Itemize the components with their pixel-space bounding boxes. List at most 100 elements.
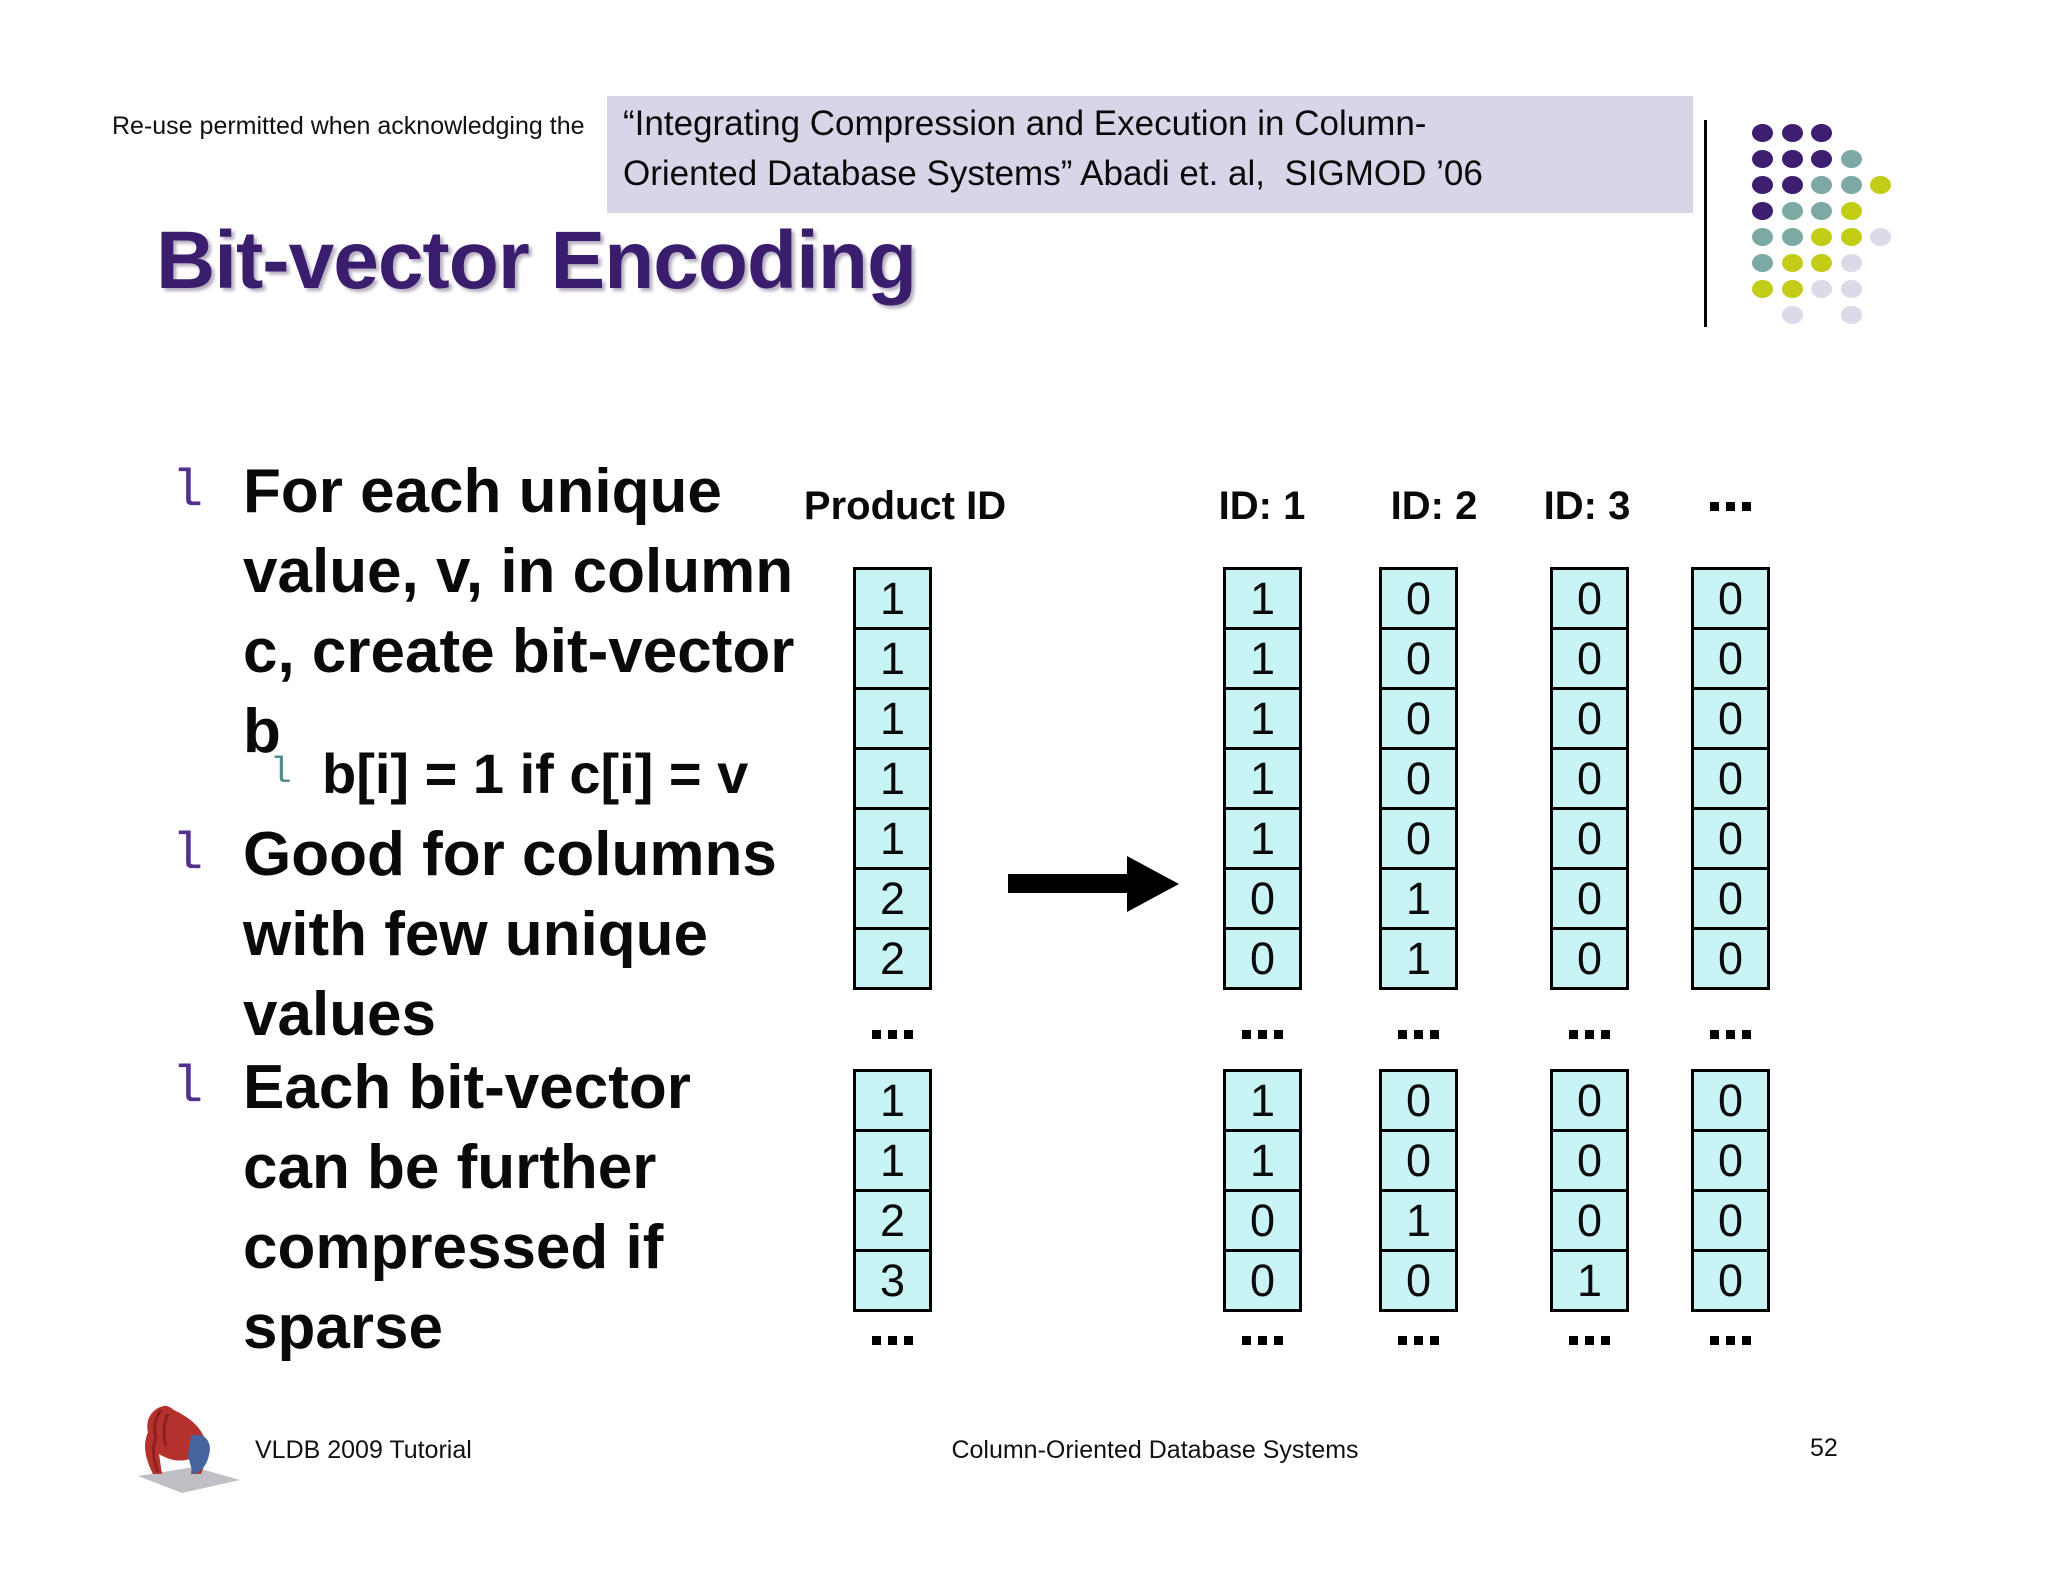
ellipsis-dot <box>888 1030 897 1039</box>
bullet-marker: l <box>172 1058 204 1117</box>
logo-dot <box>1752 124 1773 142</box>
bit-cell: 0 <box>1691 1069 1770 1132</box>
bit-cell: 0 <box>1550 687 1629 750</box>
logo-dot <box>1811 176 1832 194</box>
bit-cell: 1 <box>1223 627 1302 690</box>
ellipsis-dot <box>1430 1336 1439 1345</box>
ellipsis-dot <box>1569 1030 1578 1039</box>
ellipsis-dot <box>1398 1030 1407 1039</box>
bit-cell: 0 <box>1550 747 1629 810</box>
bit-cell: 1 <box>1223 1129 1302 1192</box>
ellipsis-dot <box>1242 1336 1251 1345</box>
column-header: ID: 3 <box>1543 484 1631 528</box>
bit-cell: 0 <box>1379 1129 1458 1192</box>
lion-statue-image <box>138 1405 240 1493</box>
column-ellipsis <box>1710 1030 1751 1039</box>
bit-cell: 0 <box>1550 1129 1629 1192</box>
bit-cell: 1 <box>853 627 932 690</box>
logo-dot <box>1781 124 1803 142</box>
bullet-item: Good for columns with few unique values <box>243 820 777 1049</box>
logo-dot <box>1781 280 1803 298</box>
ellipsis-dot <box>1601 1336 1610 1345</box>
bit-cell: 1 <box>1550 1249 1629 1312</box>
bit-cell: 2 <box>853 927 932 990</box>
column-header: ID: 2 <box>1390 484 1478 528</box>
bit-cell: 0 <box>1691 567 1770 630</box>
ellipsis-dot <box>1430 1030 1439 1039</box>
ellipsis-dot <box>1398 1336 1407 1345</box>
logo-dot <box>1840 280 1862 298</box>
logo-dot <box>1840 150 1862 168</box>
column-ellipsis <box>1710 1336 1751 1345</box>
bullet-marker: l <box>172 462 204 521</box>
bit-cell: 0 <box>1223 867 1302 930</box>
column-ellipsis <box>1242 1336 1283 1345</box>
ellipsis-dot <box>1585 1030 1594 1039</box>
ellipsis-dot <box>872 1030 881 1039</box>
ellipsis-dot <box>1569 1336 1578 1345</box>
bit-cell: 0 <box>1379 1249 1458 1312</box>
column-ellipsis <box>872 1336 913 1345</box>
bit-cell: 0 <box>1223 927 1302 990</box>
bit-cell: 0 <box>1550 807 1629 870</box>
logo-dot <box>1870 176 1891 194</box>
ellipsis-dot <box>1585 1336 1594 1345</box>
logo-dot <box>1781 228 1803 246</box>
bit-cell: 0 <box>1550 927 1629 990</box>
arrow-shaft <box>1008 874 1132 893</box>
bullet-sub-item: b[i] = 1 if c[i] = v <box>322 742 749 805</box>
logo-divider-line <box>1704 120 1707 327</box>
bit-cell: 1 <box>853 567 932 630</box>
ellipsis-dot <box>872 1336 881 1345</box>
logo-dot <box>1811 150 1832 168</box>
reuse-note: Re-use permitted when acknowledging the <box>112 112 585 140</box>
bit-cell: 1 <box>1223 747 1302 810</box>
ellipsis-dot <box>904 1030 913 1039</box>
ellipsis-dot <box>1414 1030 1423 1039</box>
ellipsis-dot <box>1742 1030 1751 1039</box>
ellipsis-dot <box>888 1336 897 1345</box>
bit-cell: 2 <box>853 867 932 930</box>
bit-cell: 1 <box>853 807 932 870</box>
column-header-ellipsis <box>1710 502 1751 511</box>
logo-dot <box>1781 202 1803 220</box>
bit-cell: 2 <box>853 1189 932 1252</box>
bit-cell: 1 <box>1379 1189 1458 1252</box>
bit-cell: 0 <box>1379 567 1458 630</box>
arrow-right-icon <box>1127 856 1179 912</box>
bit-cell: 0 <box>1691 627 1770 690</box>
bullet-marker: l <box>172 825 204 884</box>
bit-cell: 1 <box>1223 1069 1302 1132</box>
footer-left-text: VLDB 2009 Tutorial <box>255 1436 472 1464</box>
logo-dot <box>1811 254 1832 272</box>
footer-center-text: Column-Oriented Database Systems <box>951 1436 1359 1464</box>
logo-dot <box>1811 124 1832 142</box>
logo-dot <box>1752 202 1773 220</box>
logo-dot <box>1840 306 1862 324</box>
ellipsis-dot <box>1414 1336 1423 1345</box>
bit-cell: 0 <box>1691 867 1770 930</box>
citation-line-2: Oriented Database Systems” Abadi et. al,… <box>623 154 1483 193</box>
column-ellipsis <box>1569 1336 1610 1345</box>
column-ellipsis <box>1398 1336 1439 1345</box>
bit-cell: 1 <box>1223 567 1302 630</box>
bit-cell: 1 <box>1379 867 1458 930</box>
ellipsis-dot <box>1242 1030 1251 1039</box>
bit-cell: 0 <box>1550 567 1629 630</box>
ellipsis-dot <box>1742 502 1751 511</box>
ellipsis-dot <box>1258 1336 1267 1345</box>
bit-cell: 0 <box>1691 1129 1770 1192</box>
logo-dot <box>1752 254 1773 272</box>
logo-dot <box>1752 176 1773 194</box>
logo-dot <box>1811 228 1832 246</box>
bit-cell: 0 <box>1691 807 1770 870</box>
bullet-marker-sub: l <box>270 752 292 793</box>
bit-cell: 0 <box>1691 1189 1770 1252</box>
